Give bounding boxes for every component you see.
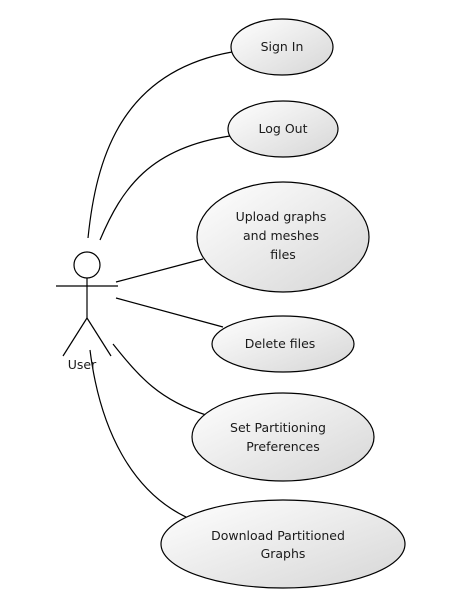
association-sign-in — [87, 51, 233, 239]
use-case-download-graphs[interactable]: Download Partitioned Graphs — [160, 499, 406, 589]
use-case-ellipse[interactable] — [227, 100, 339, 158]
use-case-label-line: Download Partitioned — [211, 528, 345, 543]
association-upload-files — [115, 258, 204, 283]
use-case-label: Sign In — [261, 39, 304, 54]
actor-label: User — [68, 357, 97, 372]
use-case-label: Delete files — [245, 336, 316, 351]
use-case-label-line: Delete files — [245, 336, 316, 351]
use-case-label-line: files — [270, 247, 296, 262]
use-case-label-line: Log Out — [259, 121, 308, 136]
use-case-label: Set Partitioning Preferences — [230, 420, 330, 454]
associations — [87, 51, 233, 519]
use-case-ellipse[interactable] — [160, 499, 406, 589]
use-case-label: Upload graphs and meshes files — [236, 209, 331, 262]
use-case-label: Log Out — [259, 121, 308, 136]
association-set-preferences — [112, 343, 207, 416]
use-case-label-line: Graphs — [261, 546, 306, 561]
actor-left-leg — [62, 317, 88, 357]
use-case-upload-files[interactable]: Upload graphs and meshes files — [196, 181, 370, 293]
use-case-label: Download Partitioned Graphs — [211, 528, 349, 561]
actor-head — [73, 251, 101, 279]
association-delete-files — [115, 297, 224, 328]
use-case-delete-files[interactable]: Delete files — [211, 315, 355, 373]
association-log-out — [99, 135, 231, 241]
use-case-ellipse[interactable] — [230, 18, 334, 76]
actor-right-leg — [86, 317, 112, 357]
use-case-label-line: Set Partitioning — [230, 420, 326, 435]
use-case-label-line: Sign In — [261, 39, 304, 54]
use-case-ellipse[interactable] — [191, 392, 375, 482]
use-case-sign-in[interactable]: Sign In — [230, 18, 334, 76]
use-case-set-preferences[interactable]: Set Partitioning Preferences — [191, 392, 375, 482]
use-case-label-line: Upload graphs — [236, 209, 327, 224]
use-case-ellipse[interactable] — [211, 315, 355, 373]
use-case-label-line: Preferences — [246, 439, 320, 454]
use-case-ellipse[interactable] — [196, 181, 370, 293]
use-case-log-out[interactable]: Log Out — [227, 100, 339, 158]
actor-user: User — [56, 251, 118, 372]
use-case-label-line: and meshes — [243, 228, 319, 243]
association-download-graphs — [89, 349, 189, 519]
